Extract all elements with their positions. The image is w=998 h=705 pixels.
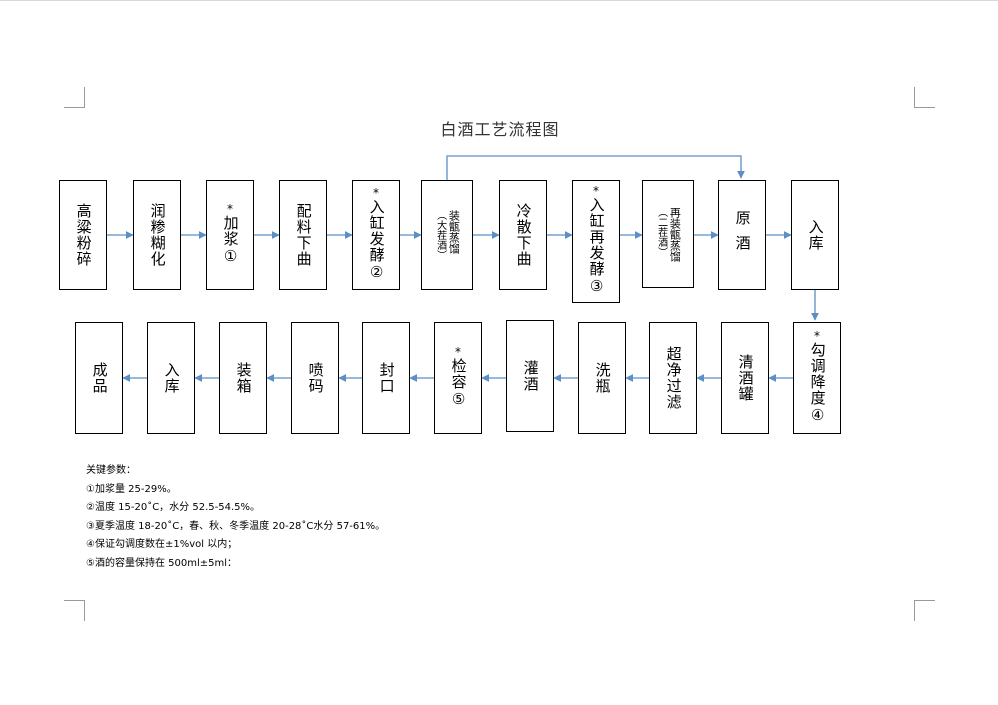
margin-corner-bottom-left <box>64 600 85 621</box>
flow-arrow-bypass <box>446 155 745 180</box>
process-box-label: 封口 <box>377 362 396 394</box>
process-box-label: 超净过滤 <box>664 346 683 410</box>
process-box-label: 喷码 <box>306 362 325 394</box>
process-box-add-water: * 加浆① <box>206 180 254 290</box>
key-parameter-item: ③夏季温度 18-20˚C，春、秋、冬季温度 20-28˚C水分 57-61%。 <box>86 520 386 532</box>
process-box-label: 清酒罐 <box>736 354 755 402</box>
key-parameter-mark: * <box>814 328 820 343</box>
key-parameter-item: ①加浆量 25-29%。 <box>86 483 177 495</box>
process-box-label: 入缸再发酵③ <box>587 197 606 296</box>
margin-corner-bottom-right <box>914 600 935 621</box>
process-box-clear-liquor-tank: 清酒罐 <box>721 322 769 434</box>
process-box-sublabel: （二茬酒） <box>655 206 667 257</box>
process-box-label: 装甑蒸馏 <box>447 210 461 254</box>
process-box-sublabel: （大茬酒） <box>434 210 446 260</box>
process-box-warehouse-in: 入库 <box>791 180 839 290</box>
key-parameters-notes: 关键参数： ①加浆量 25-29%。 ②温度 15-20˚C，水分 52.5-5… <box>86 462 385 573</box>
process-box-vat-fermentation: * 入缸发酵② <box>352 180 400 290</box>
margin-corner-top-right <box>914 87 935 108</box>
process-box-distillation-second: 再装甑蒸馏 （二茬酒） <box>642 180 694 288</box>
process-box-label: 原酒 <box>733 210 752 260</box>
process-box-label: 灌酒 <box>521 360 540 392</box>
process-box-bottle-washing: 洗瓶 <box>578 322 626 434</box>
margin-corner-top-left <box>64 87 85 108</box>
process-box-label: 入库 <box>162 362 181 394</box>
diagram-title: 白酒工艺流程图 <box>440 120 560 139</box>
key-parameter-mark: * <box>227 201 233 216</box>
process-box-label: 入库 <box>806 219 825 251</box>
process-box-label: 洗瓶 <box>593 362 612 394</box>
process-box-label: 装箱 <box>234 362 253 394</box>
key-parameter-item: ④保证勾调度数在±1%vol 以内； <box>86 539 238 550</box>
process-box-boxing: 装箱 <box>219 322 267 434</box>
process-box-finished-product: 成品 <box>75 322 123 434</box>
process-box-label: 成品 <box>90 362 109 394</box>
key-parameter-item: ⑤酒的容量保持在 500ml±5ml： <box>86 557 238 569</box>
process-box-cool-add-yeast: 冷散下曲 <box>499 180 547 290</box>
key-parameters-heading: 关键参数： <box>86 465 136 476</box>
process-box-label: 配料下曲 <box>294 203 313 267</box>
process-box-storage: 入库 <box>147 322 195 434</box>
process-box-label: 冷散下曲 <box>514 203 533 267</box>
process-box-filling: 灌酒 <box>506 320 554 432</box>
process-box-volume-check: * 检容⑤ <box>434 322 482 434</box>
process-box-mix-add-yeast: 配料下曲 <box>279 180 327 290</box>
process-box-coding: 喷码 <box>291 322 339 434</box>
process-box-ultra-filtration: 超净过滤 <box>649 322 697 434</box>
process-box-blend-dilute: * 勾调降度④ <box>793 322 841 434</box>
key-parameter-mark: * <box>593 184 599 198</box>
process-box-sealing: 封口 <box>362 322 410 434</box>
process-box-label: 勾调降度④ <box>808 341 827 425</box>
key-parameter-mark: * <box>373 185 379 200</box>
process-box-label: 加浆① <box>221 214 240 266</box>
process-box-label: 检容⑤ <box>449 357 468 409</box>
process-box-distillation-first: 装甑蒸馏 （大茬酒） <box>421 180 473 290</box>
process-box-label: 入缸发酵② <box>367 198 386 282</box>
process-box-vat-refermentation: * 入缸再发酵③ <box>572 180 620 303</box>
key-parameter-mark: * <box>455 344 461 359</box>
process-box-label: 再装甑蒸馏 <box>668 206 682 262</box>
key-parameter-item: ②温度 15-20˚C，水分 52.5-54.5%。 <box>86 502 261 513</box>
process-box-soak-gelatinize: 润糁糊化 <box>133 180 181 290</box>
process-box-label: 润糁糊化 <box>148 203 167 267</box>
process-box-label: 高粱粉碎 <box>74 203 93 267</box>
process-box-sorghum-grinding: 高粱粉碎 <box>59 180 107 290</box>
process-box-raw-liquor: 原酒 <box>718 180 766 290</box>
